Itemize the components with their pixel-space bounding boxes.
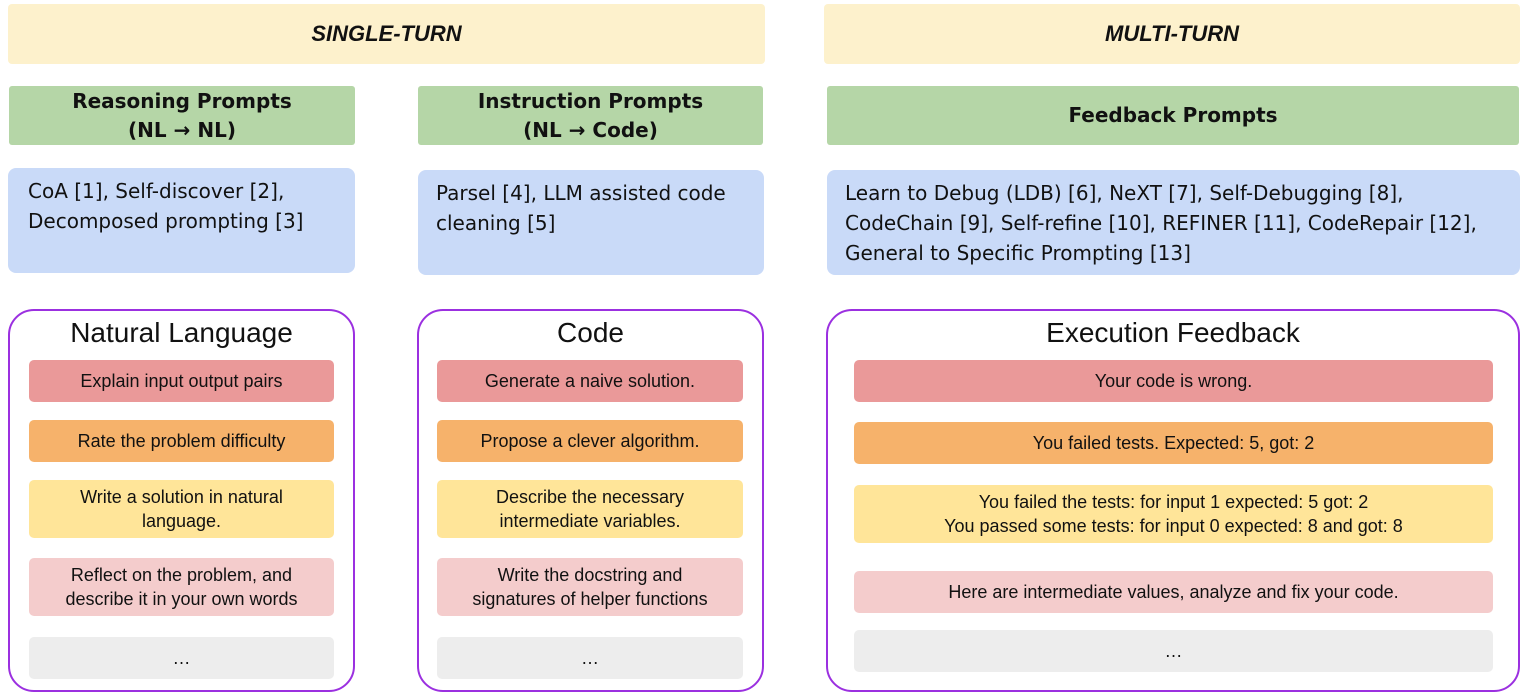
prompt-item: Write the docstring and signatures of he… [437,558,743,616]
prompt-item: Explain input output pairs [29,360,334,402]
header-line: (NL → Code) [523,117,658,142]
reasoning-refs: CoA [1], Self-discover [2], Decomposed p… [8,168,355,273]
multi-turn-banner: MULTI-TURN [824,4,1520,64]
ellipsis-item: … [437,637,743,679]
header-line: Reasoning Prompts [72,88,292,113]
ellipsis-item: … [29,637,334,679]
item-text: Write the docstring and [497,565,683,585]
item-text: Describe the necessary [495,487,685,507]
item-text: … [581,648,599,668]
item-text: Generate a naive solution. [484,371,696,391]
item-text: Your code is wrong. [1094,371,1253,391]
reasoning-prompts-header: Reasoning Prompts (NL → NL) [9,86,355,145]
prompt-item: Describe the necessary intermediate vari… [437,480,743,538]
instruction-prompts-header: Instruction Prompts (NL → Code) [418,86,763,145]
prompt-item: You failed tests. Expected: 5, got: 2 [854,422,1493,464]
item-text: Propose a clever algorithm. [480,431,700,451]
prompt-item: You failed the tests: for input 1 expect… [854,485,1493,543]
refs-line: Learn to Debug (LDB) [6], NeXT [7], Self… [845,181,1404,205]
prompt-item: Generate a naive solution. [437,360,743,402]
refs-line: General to Specific Prompting [13] [845,241,1191,265]
refs-line: cleaning [5] [436,211,556,235]
prompt-item: Your code is wrong. [854,360,1493,402]
prompt-item: Reflect on the problem, and describe it … [29,558,334,616]
refs-line: CoA [1], Self-discover [2], [28,179,285,203]
feedback-refs: Learn to Debug (LDB) [6], NeXT [7], Self… [827,170,1520,275]
item-text: Write a solution in natural [80,487,283,507]
single-turn-banner: SINGLE-TURN [8,4,765,64]
header-line: Feedback Prompts [1068,103,1278,127]
refs-line: Decomposed prompting [3] [28,209,304,233]
single-turn-label: SINGLE-TURN [311,21,462,46]
item-text: … [1164,641,1183,661]
item-text: Explain input output pairs [80,371,283,391]
multi-turn-label: MULTI-TURN [1105,21,1239,46]
prompt-item: Propose a clever algorithm. [437,420,743,462]
item-text: … [172,648,191,668]
panel-title: Natural Language [70,317,293,348]
header-line: (NL → NL) [128,117,236,142]
instruction-refs: Parsel [4], LLM assisted code cleaning [… [418,170,764,275]
item-text: signatures of helper functions [472,589,708,609]
panel-title: Execution Feedback [1046,317,1300,348]
item-text: language. [141,511,222,531]
item-text: describe it in your own words [65,589,298,609]
feedback-prompts-header: Feedback Prompts [827,86,1519,145]
refs-line: Parsel [4], LLM assisted code [436,181,726,205]
ellipsis-item: … [854,630,1493,672]
header-line: Instruction Prompts [477,88,704,113]
item-text: You failed tests. Expected: 5, got: 2 [1032,433,1315,453]
item-text: Reflect on the problem, and [70,565,293,585]
item-text: You passed some tests: for input 0 expec… [944,516,1403,536]
item-text: intermediate variables. [499,511,681,531]
panel-title: Code [557,317,624,348]
prompt-item: Write a solution in natural language. [29,480,334,538]
item-text: Rate the problem difficulty [77,431,286,451]
item-text: You failed the tests: for input 1 expect… [978,492,1369,512]
prompt-item: Here are intermediate values, analyze an… [854,571,1493,613]
refs-line: CodeChain [9], Self-refine [10], REFINER… [845,211,1477,235]
prompt-item: Rate the problem difficulty [29,420,334,462]
item-text: Here are intermediate values, analyze an… [948,582,1399,602]
